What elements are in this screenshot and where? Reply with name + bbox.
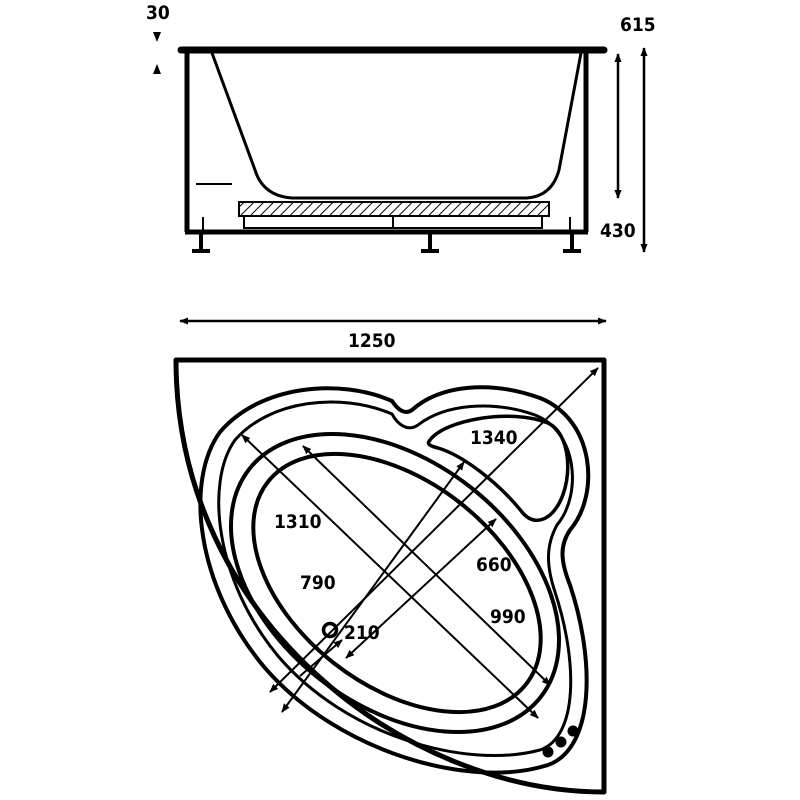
label-inner-length: 990 (490, 606, 526, 628)
control-button-1 (542, 746, 554, 758)
label-drain-diameter: 210 (344, 622, 380, 644)
side-view (177, 46, 608, 253)
control-button-3 (567, 725, 579, 737)
drain-icon (321, 621, 339, 639)
leg-center (421, 234, 439, 253)
label-outer-width: 790 (300, 572, 336, 594)
label-total-height: 615 (620, 14, 656, 36)
label-width: 1250 (348, 330, 396, 352)
label-inner-width: 660 (476, 554, 512, 576)
diagonal-660-line (345, 518, 497, 659)
leg-right (563, 234, 581, 253)
label-outer-length: 1310 (274, 511, 322, 533)
label-seat-diagonal: 1340 (470, 427, 518, 449)
leg-left (192, 234, 210, 253)
top-dimensions (241, 367, 599, 719)
label-base-height: 430 (600, 220, 636, 242)
control-button-2 (555, 736, 567, 748)
rim-arrow-up (153, 64, 161, 74)
label-rim-thickness: 30 (146, 2, 170, 24)
rim-arrow-down (153, 32, 161, 42)
top-view (173, 357, 607, 795)
rim-inner-contour (217, 400, 574, 757)
drain-210-line (299, 639, 343, 677)
hatched-support (238, 201, 550, 217)
side-dimensions (153, 32, 648, 253)
tub-bowl-profile (210, 52, 583, 200)
